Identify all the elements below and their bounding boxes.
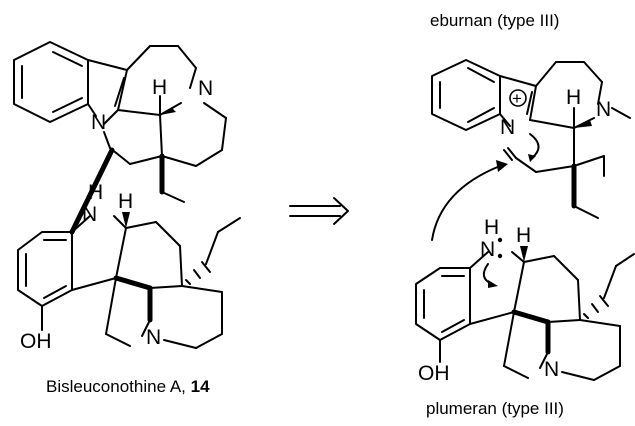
atom-oh: OH xyxy=(20,330,52,353)
atom-n-pyrido: N xyxy=(198,77,213,100)
atom-nh-h: H xyxy=(484,216,499,239)
atom-h-c: H xyxy=(516,224,531,247)
lower-benzene-ring xyxy=(17,231,73,331)
indole-benzene-ring xyxy=(13,41,89,123)
linking-bond xyxy=(69,147,115,235)
curved-arrow-icon xyxy=(529,133,540,159)
atom-h-top: H xyxy=(566,86,581,109)
molecule-plumeran: N H H N OH plumeran (type III) xyxy=(415,160,635,418)
atom-n-indole: N xyxy=(91,111,106,134)
hashed-ethyl-right xyxy=(583,295,609,319)
quinolizidine-rings xyxy=(103,45,227,203)
positive-charge-icon xyxy=(509,89,527,107)
charge-symbol: + xyxy=(512,89,522,108)
molecule-bisleuconothine-a: N N H N H H N OH Bisleuconothine A, 14 xyxy=(13,41,241,396)
molecule-eburnan: eburnan (type III) + N H N xyxy=(430,11,631,219)
atom-n-pyrido: N xyxy=(596,98,611,121)
retrosynthesis-arrow xyxy=(289,197,349,225)
caption-eburnan: eburnan (type III) xyxy=(430,11,559,30)
lone-pair-dot-1 xyxy=(497,237,503,243)
atom-n-plus: N xyxy=(500,116,515,139)
indole-pyrrole-ring xyxy=(87,59,128,125)
atom-n-bottom: N xyxy=(146,326,161,349)
caption-bisleuconothine: Bisleuconothine A, 14 xyxy=(46,377,210,396)
atom-oh: OH xyxy=(418,362,450,385)
electron-arrow-icon xyxy=(482,263,493,285)
hashed-ethyl xyxy=(185,261,211,285)
atom-h-c: H xyxy=(118,190,133,213)
lone-pair-dot-2 xyxy=(497,253,503,259)
atom-nh-n: N xyxy=(82,203,97,226)
atom-n-bottom: N xyxy=(544,358,559,381)
atom-h-top: H xyxy=(152,76,167,99)
lower-aspidosperma-rings xyxy=(71,212,241,349)
caption-plumeran: plumeran (type III) xyxy=(426,399,564,418)
atom-nh-h: H xyxy=(88,181,103,204)
connecting-arrow-icon xyxy=(431,165,501,241)
atom-nh-n: N xyxy=(480,238,495,261)
